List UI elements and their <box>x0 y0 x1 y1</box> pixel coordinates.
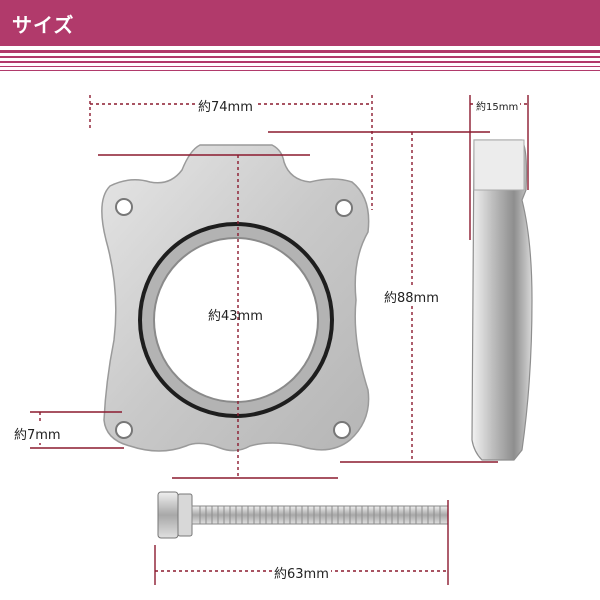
page-title: サイズ <box>12 13 75 37</box>
inner-diameter-label: 約43mm <box>208 309 263 324</box>
width-dimension-label: 約74mm <box>196 96 255 115</box>
header-stripe <box>0 70 600 71</box>
height-dimension-label: 約88mm <box>382 287 441 306</box>
bolt-hole <box>335 199 353 217</box>
bolt-thread <box>199 506 441 524</box>
bolt-hole <box>115 421 133 439</box>
header-stripe <box>0 56 600 58</box>
spacer-plate <box>101 144 370 452</box>
bolt-length-label: 約63mm <box>272 563 331 582</box>
bolt-hole <box>333 421 351 439</box>
header-bar: サイズ <box>0 0 600 46</box>
thickness-dimension-label: 約15mm <box>474 98 521 113</box>
header-stripe <box>0 50 600 53</box>
header-stripe <box>0 61 600 63</box>
spacer-side-view <box>471 139 533 461</box>
o-ring <box>138 222 334 418</box>
header-stripe <box>0 66 600 67</box>
hole-size-label: 約7mm <box>12 424 63 443</box>
bolt-hole <box>115 198 133 216</box>
bolt <box>157 491 449 539</box>
dimension-lines <box>30 95 529 585</box>
